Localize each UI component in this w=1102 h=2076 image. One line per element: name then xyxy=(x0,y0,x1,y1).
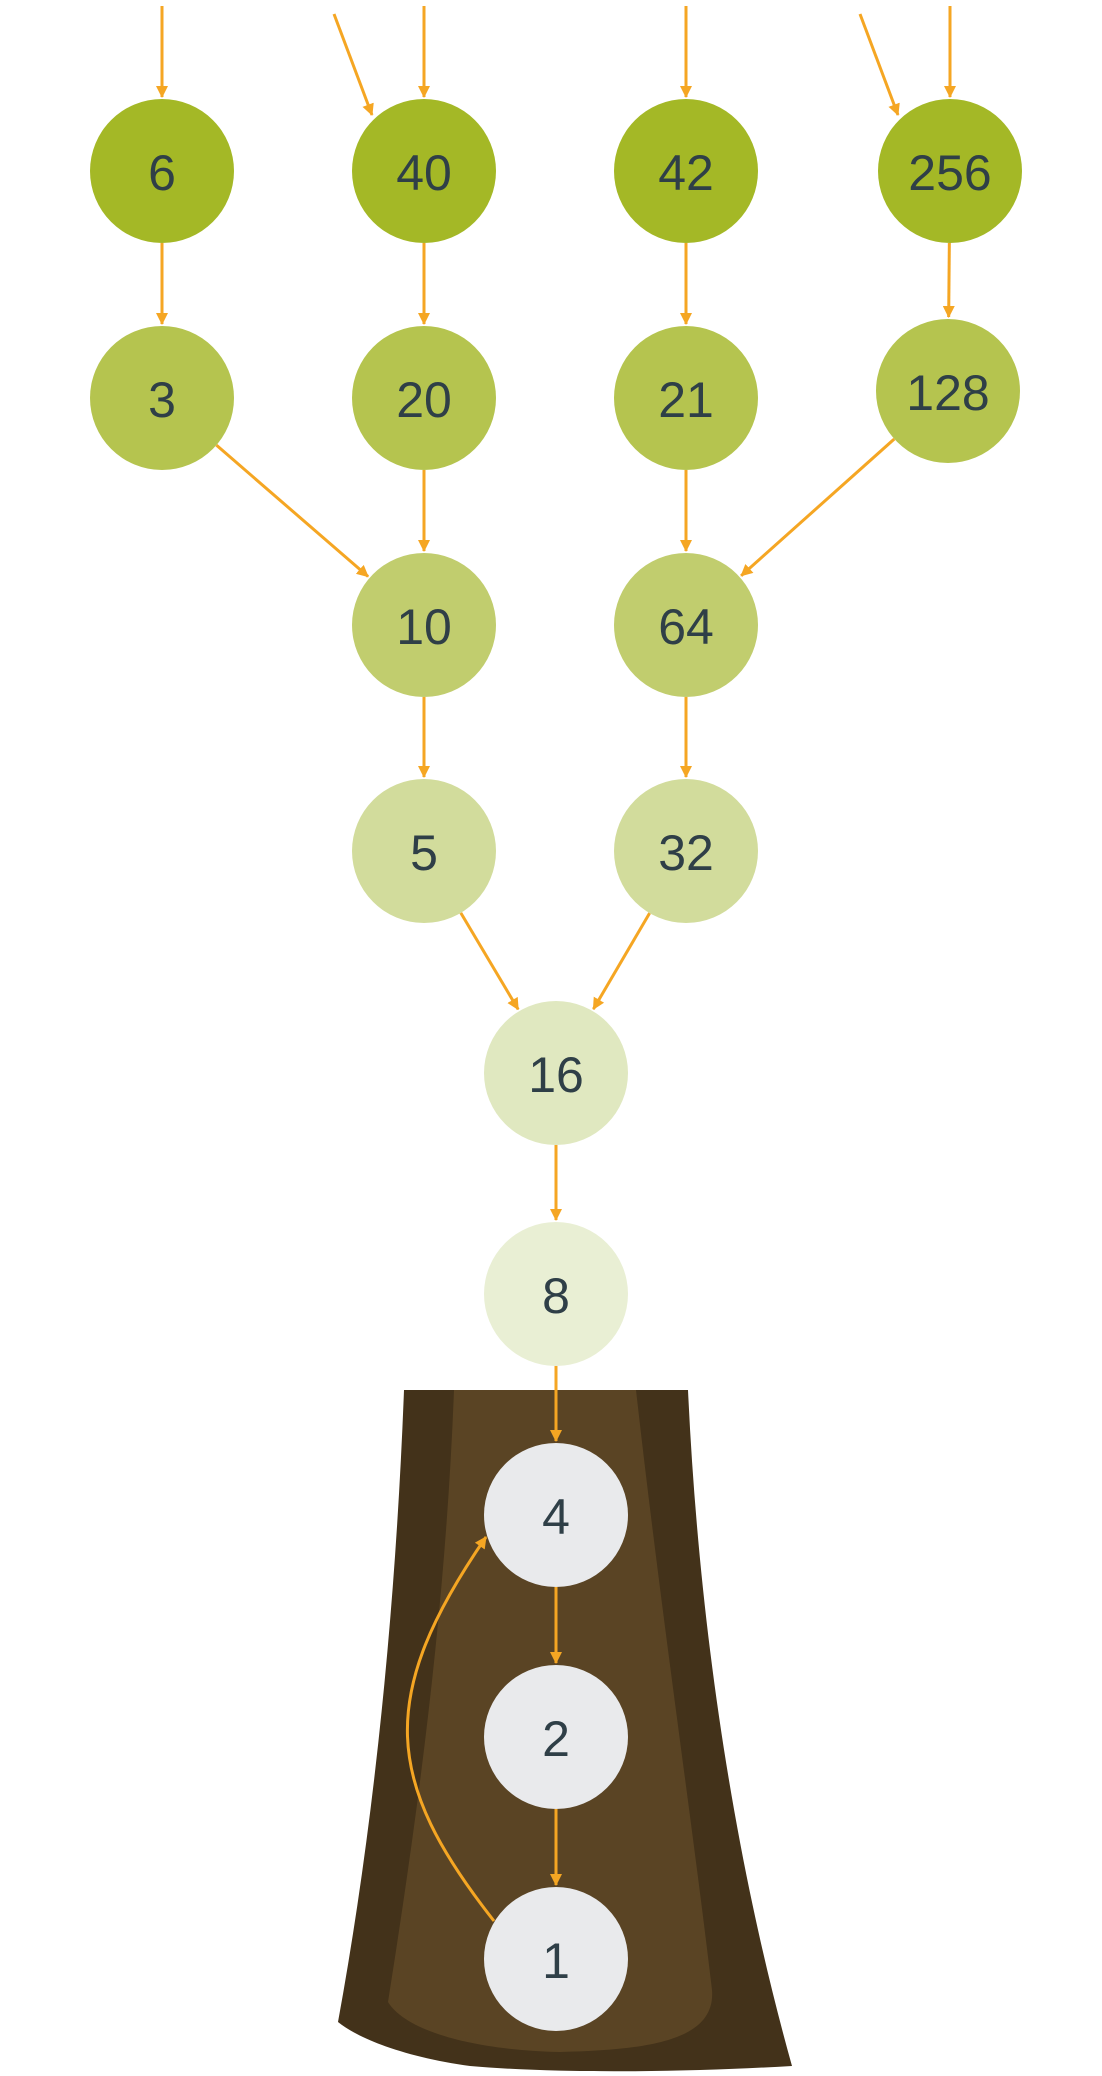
node-circle xyxy=(484,1222,628,1366)
node-label: 40 xyxy=(396,145,452,201)
node-label: 64 xyxy=(658,599,714,655)
node-label: 8 xyxy=(542,1268,570,1324)
node-label: 16 xyxy=(528,1047,584,1103)
node-label: 21 xyxy=(658,372,714,428)
node-20: 20 xyxy=(352,326,496,470)
node-label: 20 xyxy=(396,372,452,428)
node-circle xyxy=(876,319,1020,463)
node-circle xyxy=(484,1443,628,1587)
node-circle xyxy=(614,553,758,697)
node-circle xyxy=(484,1001,628,1145)
node-label: 4 xyxy=(542,1489,570,1545)
node-label: 2 xyxy=(542,1711,570,1767)
node-256: 256 xyxy=(878,99,1022,243)
node-circle xyxy=(352,779,496,923)
node-label: 6 xyxy=(148,145,176,201)
node-2: 2 xyxy=(484,1665,628,1809)
node-40: 40 xyxy=(352,99,496,243)
node-6: 6 xyxy=(90,99,234,243)
node-label: 3 xyxy=(148,372,176,428)
node-label: 5 xyxy=(410,825,438,881)
node-circle xyxy=(878,99,1022,243)
node-16: 16 xyxy=(484,1001,628,1145)
node-label: 128 xyxy=(906,365,989,421)
node-label: 42 xyxy=(658,145,714,201)
node-42: 42 xyxy=(614,99,758,243)
node-64: 64 xyxy=(614,553,758,697)
node-32: 32 xyxy=(614,779,758,923)
node-circle xyxy=(614,326,758,470)
incoming-edge-to-256 xyxy=(858,13,900,116)
node-circle xyxy=(614,99,758,243)
node-3: 3 xyxy=(90,326,234,470)
node-5: 5 xyxy=(352,779,496,923)
edge-256-to-128 xyxy=(942,242,955,319)
edge-32-to-16 xyxy=(592,912,651,1011)
node-circle xyxy=(484,1665,628,1809)
node-circle xyxy=(614,779,758,923)
node-label: 1 xyxy=(542,1933,570,1989)
node-4: 4 xyxy=(484,1443,628,1587)
node-label: 32 xyxy=(658,825,714,881)
edge-1-to-4 xyxy=(406,1536,496,1922)
node-circle xyxy=(352,326,496,470)
node-8: 8 xyxy=(484,1222,628,1366)
node-10: 10 xyxy=(352,553,496,697)
node-128: 128 xyxy=(876,319,1020,463)
node-label: 10 xyxy=(396,599,452,655)
node-1: 1 xyxy=(484,1887,628,2031)
edge-5-to-16 xyxy=(459,912,520,1011)
node-circle xyxy=(484,1887,628,2031)
node-circle xyxy=(90,326,234,470)
node-circle xyxy=(352,99,496,243)
incoming-edge-to-40 xyxy=(332,13,374,116)
node-21: 21 xyxy=(614,326,758,470)
node-label: 256 xyxy=(908,145,991,201)
edges-layer xyxy=(156,6,956,1922)
edge-3-to-10 xyxy=(215,444,370,578)
edge-128-to-64 xyxy=(740,437,896,577)
node-circle xyxy=(352,553,496,697)
node-circle xyxy=(90,99,234,243)
